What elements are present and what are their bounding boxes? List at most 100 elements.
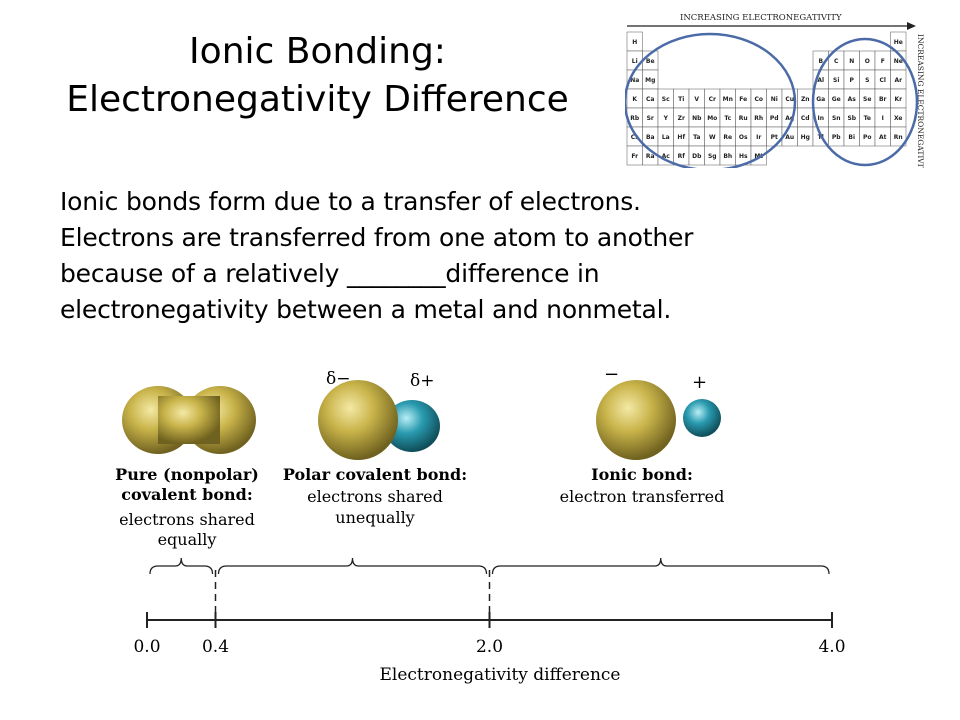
element-symbol: Ru — [739, 115, 748, 122]
polar-positive-charge: δ+ — [410, 371, 434, 391]
axis-tick-label: 0.4 — [202, 637, 229, 657]
element-symbol: Xe — [894, 115, 903, 122]
element-symbol: Tc — [724, 115, 731, 122]
element-symbol: Si — [833, 77, 839, 84]
element-symbol: Au — [785, 134, 794, 141]
element-symbol: V — [694, 96, 699, 103]
element-symbol: Sb — [847, 115, 856, 122]
element-symbol: Ac — [662, 153, 671, 160]
polar-bond-title: Polar covalent bond: — [283, 465, 467, 484]
element-cell — [890, 126, 907, 147]
element-symbol: Os — [739, 134, 748, 141]
element-symbol: Sn — [832, 115, 841, 122]
title-line-2: Electronegativity Difference — [66, 79, 569, 120]
element-symbol: Fe — [739, 96, 747, 103]
element-symbol: Sr — [647, 115, 654, 122]
element-symbol: Rb — [630, 115, 640, 122]
pure-bond-title-2: covalent bond: — [121, 485, 253, 504]
axis-tick-label: 2.0 — [476, 637, 503, 657]
element-symbol: P — [850, 77, 855, 84]
element-symbol: Cr — [709, 96, 716, 103]
element-symbol: Sc — [662, 96, 670, 103]
pure-bond-desc-2: equally — [158, 530, 217, 549]
top-arrow-head — [907, 22, 916, 30]
element-symbol: Ca — [646, 96, 654, 103]
title-line-1: Ionic Bonding: — [189, 31, 446, 72]
axis-tick-label: 0.0 — [133, 637, 160, 657]
axis-tick-label: 4.0 — [818, 637, 845, 657]
range-brace — [217, 557, 488, 575]
element-symbol: Cs — [631, 134, 639, 141]
polar-bond-desc-1: electrons shared — [307, 487, 443, 506]
element-symbol: Nb — [692, 115, 702, 122]
body-line: electronegativity between a metal and no… — [60, 295, 672, 324]
element-symbol: Br — [879, 96, 887, 103]
element-symbol: Mo — [707, 115, 717, 122]
element-symbol: Pt — [771, 134, 778, 141]
element-symbol: Ar — [894, 77, 902, 84]
element-symbol: Pb — [832, 134, 841, 141]
element-symbol: Rf — [678, 153, 686, 160]
element-symbol: Ge — [832, 96, 841, 103]
element-symbol: Y — [663, 115, 669, 122]
element-symbol: Cu — [785, 96, 794, 103]
element-symbol: Bh — [723, 153, 732, 160]
element-symbol: Na — [630, 77, 639, 84]
polar-molecule — [318, 380, 440, 460]
element-symbol: Po — [863, 134, 872, 141]
ionic-positive-charge: + — [692, 372, 707, 393]
side-axis-label-group: INCREASING ELECTRONEGATIVITY — [916, 34, 925, 168]
range-brace — [149, 557, 214, 575]
element-symbol: Ga — [816, 96, 825, 103]
element-symbol: Re — [723, 134, 732, 141]
element-symbol: Sg — [708, 153, 717, 160]
element-symbol: Be — [646, 58, 655, 65]
element-symbol: B — [818, 58, 823, 65]
element-symbol: Fr — [631, 153, 638, 160]
element-symbol: Se — [863, 96, 871, 103]
nonpolar-molecule — [122, 386, 256, 454]
element-symbol: In — [817, 115, 824, 122]
range-brace — [491, 557, 830, 575]
body-line: Electrons are transferred from one atom … — [60, 223, 694, 252]
element-symbol: Ba — [646, 134, 655, 141]
element-symbol: Zn — [801, 96, 810, 103]
element-symbol: Hs — [739, 153, 748, 160]
pure-bond-desc-1: electrons shared — [119, 510, 255, 529]
element-symbol: Db — [692, 153, 702, 160]
element-symbol: Ag — [785, 115, 794, 122]
element-symbol: La — [662, 134, 670, 141]
element-symbol: He — [894, 39, 903, 46]
body-line: Ionic bonds form due to a transfer of el… — [60, 187, 641, 216]
nonmetals-circle — [811, 37, 919, 167]
electronegativity-axis: 0.0 0.4 2.0 4.0 — [133, 557, 846, 657]
element-symbol: W — [709, 134, 716, 141]
top-axis-label: INCREASING ELECTRONEGATIVITY — [680, 13, 842, 23]
element-symbol: Al — [817, 77, 824, 84]
ionic-molecule — [596, 380, 721, 460]
element-symbol: S — [865, 77, 869, 84]
element-symbol: Mn — [723, 96, 733, 103]
pure-bond-title-1: Pure (nonpolar) — [115, 465, 259, 484]
ionic-bond-title: Ionic bond: — [591, 465, 693, 484]
element-symbol: F — [881, 58, 885, 65]
ionic-negative-charge: − — [604, 364, 619, 385]
ionic-bond-desc: electron transferred — [560, 487, 725, 506]
side-axis-label: INCREASING ELECTRONEGATIVITY — [916, 34, 925, 168]
element-symbol: Co — [754, 96, 763, 103]
body-line: because of a relatively ________differen… — [60, 259, 600, 288]
metals-circle — [625, 32, 797, 168]
element-symbol: I — [882, 115, 884, 122]
element-symbol: Mg — [645, 77, 655, 84]
element-symbol: Cl — [880, 77, 886, 84]
element-symbol: K — [632, 96, 637, 103]
element-symbol: As — [848, 96, 857, 103]
element-symbol: Zr — [678, 115, 685, 122]
element-symbol: Ni — [771, 96, 778, 103]
element-symbol: Li — [632, 58, 638, 65]
element-symbol: H — [632, 39, 637, 46]
element-symbol: Rh — [754, 115, 763, 122]
element-symbol: At — [879, 134, 887, 141]
element-symbol: C — [834, 58, 839, 65]
